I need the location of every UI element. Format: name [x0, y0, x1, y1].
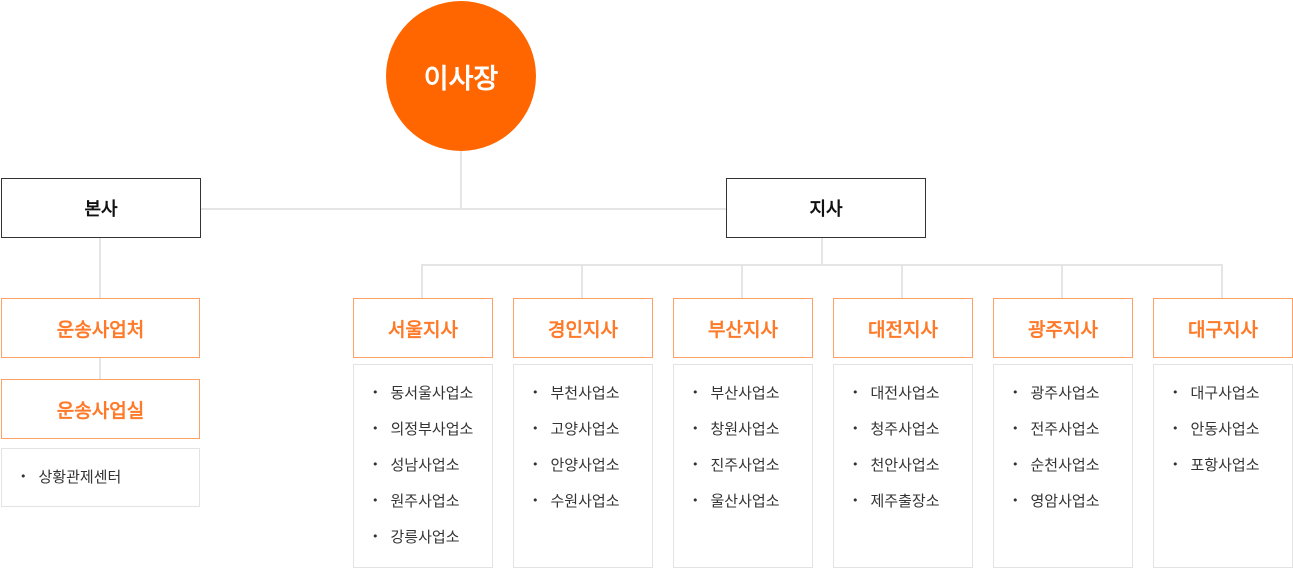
- list-item: 천안사업소: [852, 455, 972, 491]
- list-item: 청주사업소: [852, 419, 972, 455]
- branch-node: 서울지사: [353, 298, 493, 358]
- list-item: 의정부사업소: [372, 419, 492, 455]
- list-item: 울산사업소: [692, 491, 812, 527]
- hq-unit-list: 상황관제센터: [1, 448, 200, 507]
- branch-node: 대구지사: [1153, 298, 1293, 358]
- connector-line: [581, 265, 583, 298]
- list-item: 수원사업소: [532, 491, 652, 527]
- connector-line: [741, 265, 743, 298]
- list-item: 제주출장소: [852, 491, 972, 527]
- branch-node: 경인지사: [513, 298, 653, 358]
- connector-line: [1221, 265, 1223, 298]
- list-item: 동서울사업소: [372, 383, 492, 419]
- office-list: 부천사업소고양사업소안양사업소수원사업소: [513, 364, 653, 568]
- list-item: 창원사업소: [692, 419, 812, 455]
- list-item: 안양사업소: [532, 455, 652, 491]
- office-list: 부산사업소창원사업소진주사업소울산사업소: [673, 364, 813, 568]
- list-item: 순천사업소: [1012, 455, 1132, 491]
- branch-node: 대전지사: [833, 298, 973, 358]
- list-item: 대전사업소: [852, 383, 972, 419]
- list-item: 대구사업소: [1172, 383, 1292, 419]
- connector-line: [821, 237, 823, 265]
- branch-node: 광주지사: [993, 298, 1133, 358]
- connector-line: [1061, 265, 1063, 298]
- office-list: 광주사업소전주사업소순천사업소영암사업소: [993, 364, 1133, 568]
- connector-line: [421, 264, 1223, 266]
- hq-node: 본사: [1, 178, 201, 238]
- office-list: 대구사업소안동사업소포항사업소: [1153, 364, 1293, 568]
- list-item: 포항사업소: [1172, 455, 1292, 491]
- list-item: 광주사업소: [1012, 383, 1132, 419]
- list-item: 안동사업소: [1172, 419, 1292, 455]
- connector-line: [421, 265, 423, 298]
- connector-line: [200, 208, 726, 210]
- list-item: 고양사업소: [532, 419, 652, 455]
- office-list: 대전사업소청주사업소천안사업소제주출장소: [833, 364, 973, 568]
- list-item: 영암사업소: [1012, 491, 1132, 527]
- branch-root-node: 지사: [726, 178, 926, 238]
- connector-line: [901, 265, 903, 298]
- list-item: 상황관제센터: [20, 467, 199, 503]
- list-item: 원주사업소: [372, 491, 492, 527]
- division-transport-office: 운송사업처: [1, 298, 200, 358]
- list-item: 강릉사업소: [372, 527, 492, 563]
- office-list: 동서울사업소의정부사업소성남사업소원주사업소강릉사업소: [353, 364, 493, 568]
- branch-node: 부산지사: [673, 298, 813, 358]
- division-transport-room: 운송사업실: [1, 379, 200, 439]
- list-item: 부산사업소: [692, 383, 812, 419]
- list-item: 전주사업소: [1012, 419, 1132, 455]
- list-item: 성남사업소: [372, 455, 492, 491]
- list-item: 진주사업소: [692, 455, 812, 491]
- connector-line: [460, 151, 462, 209]
- list-item: 부천사업소: [532, 383, 652, 419]
- chairman-node: 이사장: [386, 1, 536, 151]
